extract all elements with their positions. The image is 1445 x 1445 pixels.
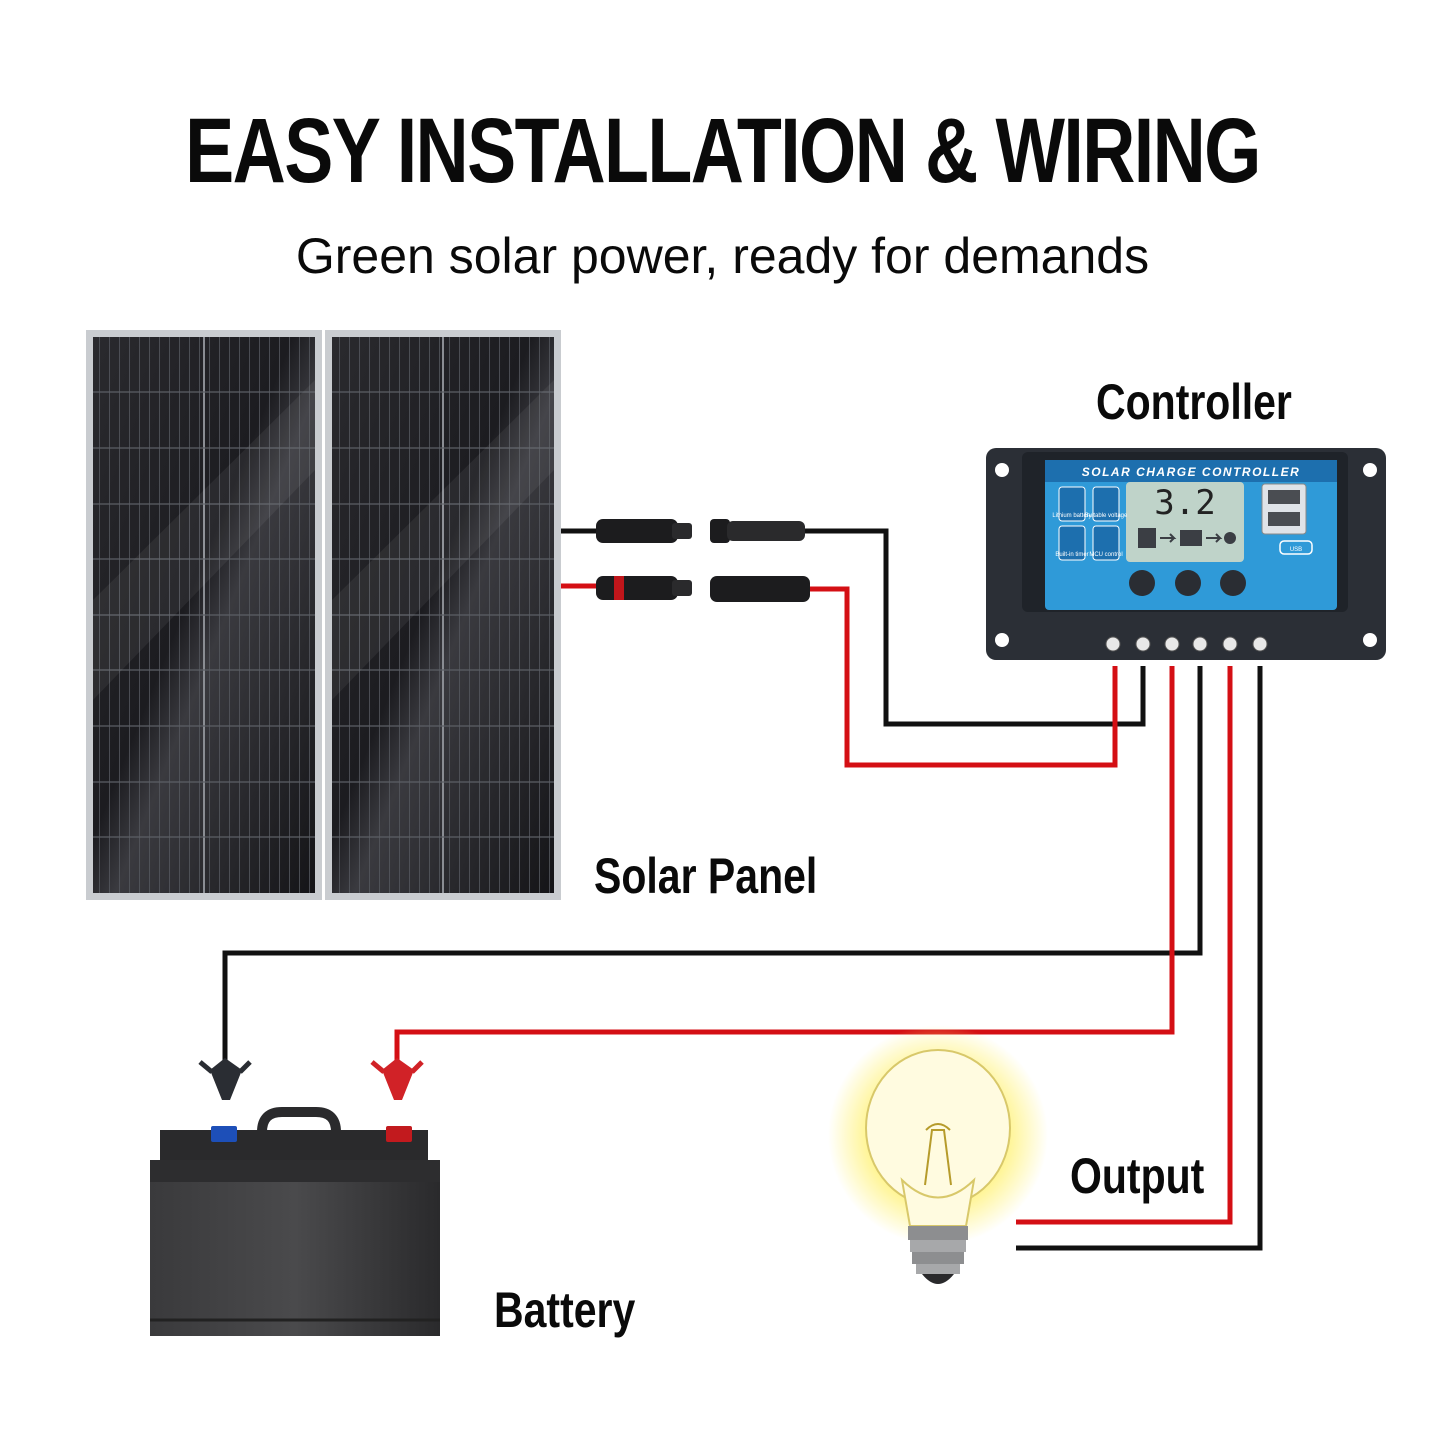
solar-panel-left [86, 330, 322, 900]
charge-controller [986, 448, 1386, 660]
page-title: EASY INSTALLATION & WIRING [185, 100, 1261, 202]
battery [150, 1107, 440, 1336]
solar-panel-right [325, 330, 561, 900]
solar-panel-label: Solar Panel [594, 848, 818, 904]
mc4-negative-pair [596, 519, 805, 543]
battery-negative-wire [222, 666, 1203, 1060]
output-label: Output [1070, 1148, 1205, 1204]
pv-positive-wire [810, 586, 1118, 768]
load-positive-wire [1016, 666, 1233, 1225]
wiring [222, 528, 1263, 1251]
load-negative-wire [1016, 666, 1263, 1251]
solar-panel-array [86, 330, 561, 900]
mc4-positive-pair [596, 576, 810, 602]
battery-negative-clamp [198, 1058, 252, 1100]
controller-label: Controller [1096, 374, 1292, 430]
battery-positive-clamp [370, 1058, 424, 1100]
pv-negative-wire [805, 528, 1146, 727]
battery-positive-wire [394, 666, 1175, 1060]
page-subtitle: Green solar power, ready for demands [295, 228, 1150, 284]
battery-label: Battery [494, 1282, 636, 1338]
mc4-connectors [596, 519, 810, 602]
light-bulb [828, 1025, 1048, 1284]
